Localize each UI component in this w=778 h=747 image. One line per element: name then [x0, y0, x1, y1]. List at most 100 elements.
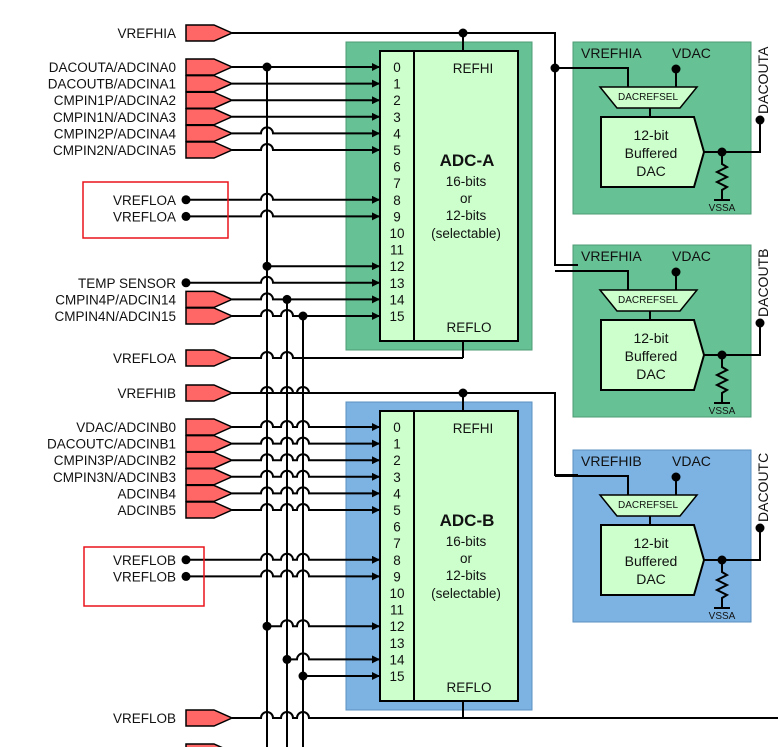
dac-output-label: DACOUTA: [755, 46, 771, 114]
dac-body: [600, 116, 706, 188]
channel-number: 5: [393, 143, 401, 158]
channel-number: 9: [393, 209, 401, 224]
adc-b-title: ADC-B: [440, 511, 495, 530]
vrefhia-pin-arrow: [185, 24, 234, 42]
dac-label-2: Buffered: [625, 553, 678, 569]
dac-label-2: Buffered: [625, 145, 678, 161]
vrefloa-highlight-box: [82, 181, 229, 239]
adc-a-cmp-input-label: CMPIN4P/ADCIN14: [55, 292, 176, 307]
adc-a-refhi-label: REFHI: [453, 61, 494, 76]
channel-number: 7: [393, 536, 401, 551]
vssa-label: VSSA: [709, 406, 736, 417]
dacrefsel-label: DACREFSEL: [618, 92, 678, 103]
adc-a-input-label: DACOUTA/ADCINA0: [49, 60, 176, 75]
channel-number: 12: [389, 619, 404, 634]
dac-vref-wire: [555, 67, 629, 87]
adc-a-input-pin-arrow: [185, 58, 234, 76]
channel-number: 15: [389, 309, 404, 324]
resistor-icon: [714, 152, 730, 200]
adc-b-input-label: ADCINB4: [117, 486, 176, 501]
dac-vref-label: VREFHIA: [581, 45, 642, 61]
dac-body: [600, 524, 706, 596]
channel-number: 1: [393, 437, 401, 452]
vreflob-pin-arrow: [185, 709, 234, 727]
vrefloa-internal-label: VREFLOA: [113, 193, 176, 208]
adc-a-cmp-input-label: CMPIN4N/ADCIN15: [54, 309, 176, 324]
vssa-label: VSSA: [709, 611, 736, 622]
channel-number: 13: [389, 636, 404, 651]
channel-number: 9: [393, 569, 401, 584]
vreflob-internal-label: VREFLOB: [113, 553, 176, 568]
resistor-icon: [714, 355, 730, 403]
adc-a-cmp-input-pin-arrow: [185, 290, 234, 309]
channel-number: 8: [393, 193, 401, 208]
pins: VREFHIADACOUTA/ADCINA0DACOUTB/ADCINA1CMP…: [47, 24, 234, 747]
channel-number: 8: [393, 553, 401, 568]
dac-output-label: DACOUTB: [755, 249, 771, 317]
vrefhib-wire: [232, 392, 578, 476]
channel-number: 2: [393, 453, 401, 468]
adc-a-channel-column: [379, 50, 415, 342]
adc-a-resolution-3: (selectable): [431, 226, 501, 241]
adc-b-input-pin-arrow: [185, 434, 234, 453]
adc-b-resolution-1: 16-bits: [446, 534, 487, 549]
vrefloa-wire: [232, 351, 463, 359]
adc-a-input-pin-arrow: [185, 91, 234, 109]
dacrefsel-label: DACREFSEL: [618, 295, 678, 306]
dac-output-pin-dot: [755, 318, 765, 328]
channel-number: 0: [393, 60, 401, 75]
adc-b-input-pin-arrow: [185, 484, 234, 503]
vrefloa-label: VREFLOA: [113, 351, 176, 366]
channel-number: 13: [389, 276, 404, 291]
adc-b-resolution-3: (selectable): [431, 586, 501, 601]
adc-a-input-label: CMPIN2N/ADCINA5: [53, 143, 176, 158]
adc-a-input-pin-arrow: [185, 74, 234, 93]
adc-a-resolution-or: or: [460, 191, 473, 206]
resistor-icon: [714, 560, 730, 608]
dac-output-label: DACOUTC: [755, 453, 771, 522]
adc-b-input-pin-arrow: [185, 501, 234, 519]
dac-label-1: 12-bit: [633, 127, 668, 143]
adc-a-input-pin-arrow: [185, 141, 234, 159]
adc-a-input-label: CMPIN1N/ADCINA3: [53, 110, 176, 125]
adc-a-input-label: CMPIN2P/ADCINA4: [54, 126, 177, 141]
adc-a-input-label: CMPIN1P/ADCINA2: [54, 93, 176, 108]
vreflob-wire: [232, 711, 778, 719]
dac-output-pin-dot: [755, 115, 765, 125]
adc-b-input-label: ADCINB5: [117, 503, 176, 518]
vrefloa-internal-dot: [181, 195, 191, 205]
dacrefsel-mux: [598, 289, 699, 312]
adc-b-input-pin-arrow: [185, 468, 234, 486]
channel-number: 12: [389, 259, 404, 274]
channel-number: 15: [389, 669, 404, 684]
vrefhia-wire: [232, 32, 578, 266]
vreflob-highlight-box: [83, 546, 205, 607]
adc-a-input-pin-arrow: [185, 124, 234, 143]
partial-pin-arrow: [185, 743, 223, 747]
vrefloa-pin-arrow: [185, 349, 234, 367]
channel-number: 10: [389, 226, 404, 241]
adc-a-core: [413, 50, 519, 342]
channel-number: 0: [393, 420, 401, 435]
adc-b-input-label: CMPIN3N/ADCINB3: [53, 470, 176, 485]
dac-vref-label: VREFHIB: [581, 453, 642, 469]
vreflob-internal-dot: [181, 571, 191, 581]
adc-b-reflo-label: REFLO: [446, 680, 491, 695]
adc-a-title: ADC-A: [440, 151, 495, 170]
channel-number: 5: [393, 503, 401, 518]
channel-number: 4: [393, 486, 401, 501]
channel-number: 6: [393, 160, 401, 175]
dac-label-1: 12-bit: [633, 330, 668, 346]
dacrefsel-label: DACREFSEL: [618, 500, 678, 511]
dac-label-3: DAC: [636, 366, 666, 382]
adc-b-resolution-2: 12-bits: [446, 568, 487, 583]
adc-b-input-pin-arrow: [185, 451, 234, 469]
channel-number: 2: [393, 93, 401, 108]
dac-vref-wire: [555, 475, 629, 495]
adc-b-core: [413, 410, 519, 702]
